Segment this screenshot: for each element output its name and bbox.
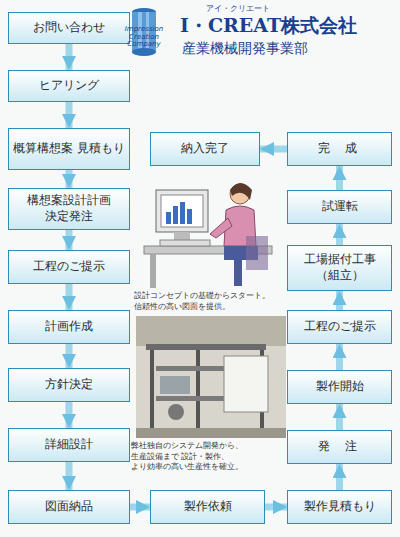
process-box: ヒアリング xyxy=(8,70,130,102)
step-text: 完成 xyxy=(318,141,371,157)
step-text: 製作開始 xyxy=(316,379,364,395)
image-caption: 設計コンセプトの基礎からスタート。 信頼性の高い図面を提供。 xyxy=(134,290,284,312)
process-box: 製作見積もり xyxy=(287,490,392,524)
step-text: 図面納品 xyxy=(45,499,93,515)
flow-arrow xyxy=(66,44,73,70)
process-box: 製作開始 xyxy=(287,370,392,404)
process-box: 詳細設計 xyxy=(8,428,130,462)
flow-arrow xyxy=(336,404,343,430)
flow-arrow xyxy=(66,230,73,250)
process-box: 製作依頼 xyxy=(150,490,265,524)
flow-arrow xyxy=(66,344,73,368)
flow-arrow xyxy=(336,291,343,310)
process-box: 納入完了 xyxy=(150,132,260,166)
step-text: 工程のご提示 xyxy=(304,319,376,335)
flow-arrow xyxy=(130,504,150,511)
step-text: 構想案設計計画 決定発注 xyxy=(13,193,125,224)
step-text: ヒアリング xyxy=(39,78,99,94)
process-box: 試運転 xyxy=(287,190,392,224)
flow-arrow xyxy=(265,504,287,511)
process-box: 概算構想案 見積もり xyxy=(8,128,130,170)
step-text: 工程のご提示 xyxy=(33,259,105,275)
machine-photo xyxy=(136,316,286,438)
process-box: 完成 xyxy=(287,132,392,166)
furigana: アイ・クリエート xyxy=(206,3,270,14)
flow-arrow xyxy=(66,402,73,428)
flow-arrow xyxy=(336,344,343,370)
step-text: 方針決定 xyxy=(45,377,93,393)
flow-arrow xyxy=(66,170,73,188)
process-box: 計画作成 xyxy=(8,310,130,344)
process-box: 工場据付工事 （組立） xyxy=(287,245,392,291)
logo-text: Impression Creation Company xyxy=(116,26,172,49)
computer-illustration xyxy=(138,176,278,290)
flow-arrow xyxy=(336,166,343,190)
process-box: 図面納品 xyxy=(8,490,130,524)
step-text: 試運転 xyxy=(322,199,358,215)
flow-arrow xyxy=(66,102,73,128)
process-box: 工程のご提示 xyxy=(287,310,392,344)
step-text: 発注 xyxy=(318,439,371,455)
step-text: 製作依頼 xyxy=(184,499,232,515)
step-text: 計画作成 xyxy=(45,319,93,335)
step-text: 概算構想案 見積もり xyxy=(13,141,125,157)
step-text: 製作見積もり xyxy=(304,499,376,515)
step-text: 納入完了 xyxy=(181,141,229,157)
process-box: 工程のご提示 xyxy=(8,250,130,284)
flow-arrow xyxy=(66,462,73,490)
step-text: 工場据付工事 （組立） xyxy=(292,252,387,283)
process-box: 発注 xyxy=(287,430,392,464)
process-box: 方針決定 xyxy=(8,368,130,402)
flow-arrow xyxy=(336,224,343,245)
company-name: I・CREAT株式会社 xyxy=(180,13,357,39)
process-box: お問い合わせ xyxy=(8,12,130,44)
flow-arrow xyxy=(336,464,343,490)
flow-arrow xyxy=(260,146,287,153)
image-caption: 弊社独自のシステム開発から、生産設備まで 設計・製作、より効率の高い生産性を確立… xyxy=(131,441,287,473)
process-box: 構想案設計計画 決定発注 xyxy=(8,188,130,230)
department-name: 産業機械開発事業部 xyxy=(182,40,308,58)
step-text: お問い合わせ xyxy=(33,20,105,36)
flow-arrow xyxy=(66,284,73,310)
step-text: 詳細設計 xyxy=(45,437,93,453)
